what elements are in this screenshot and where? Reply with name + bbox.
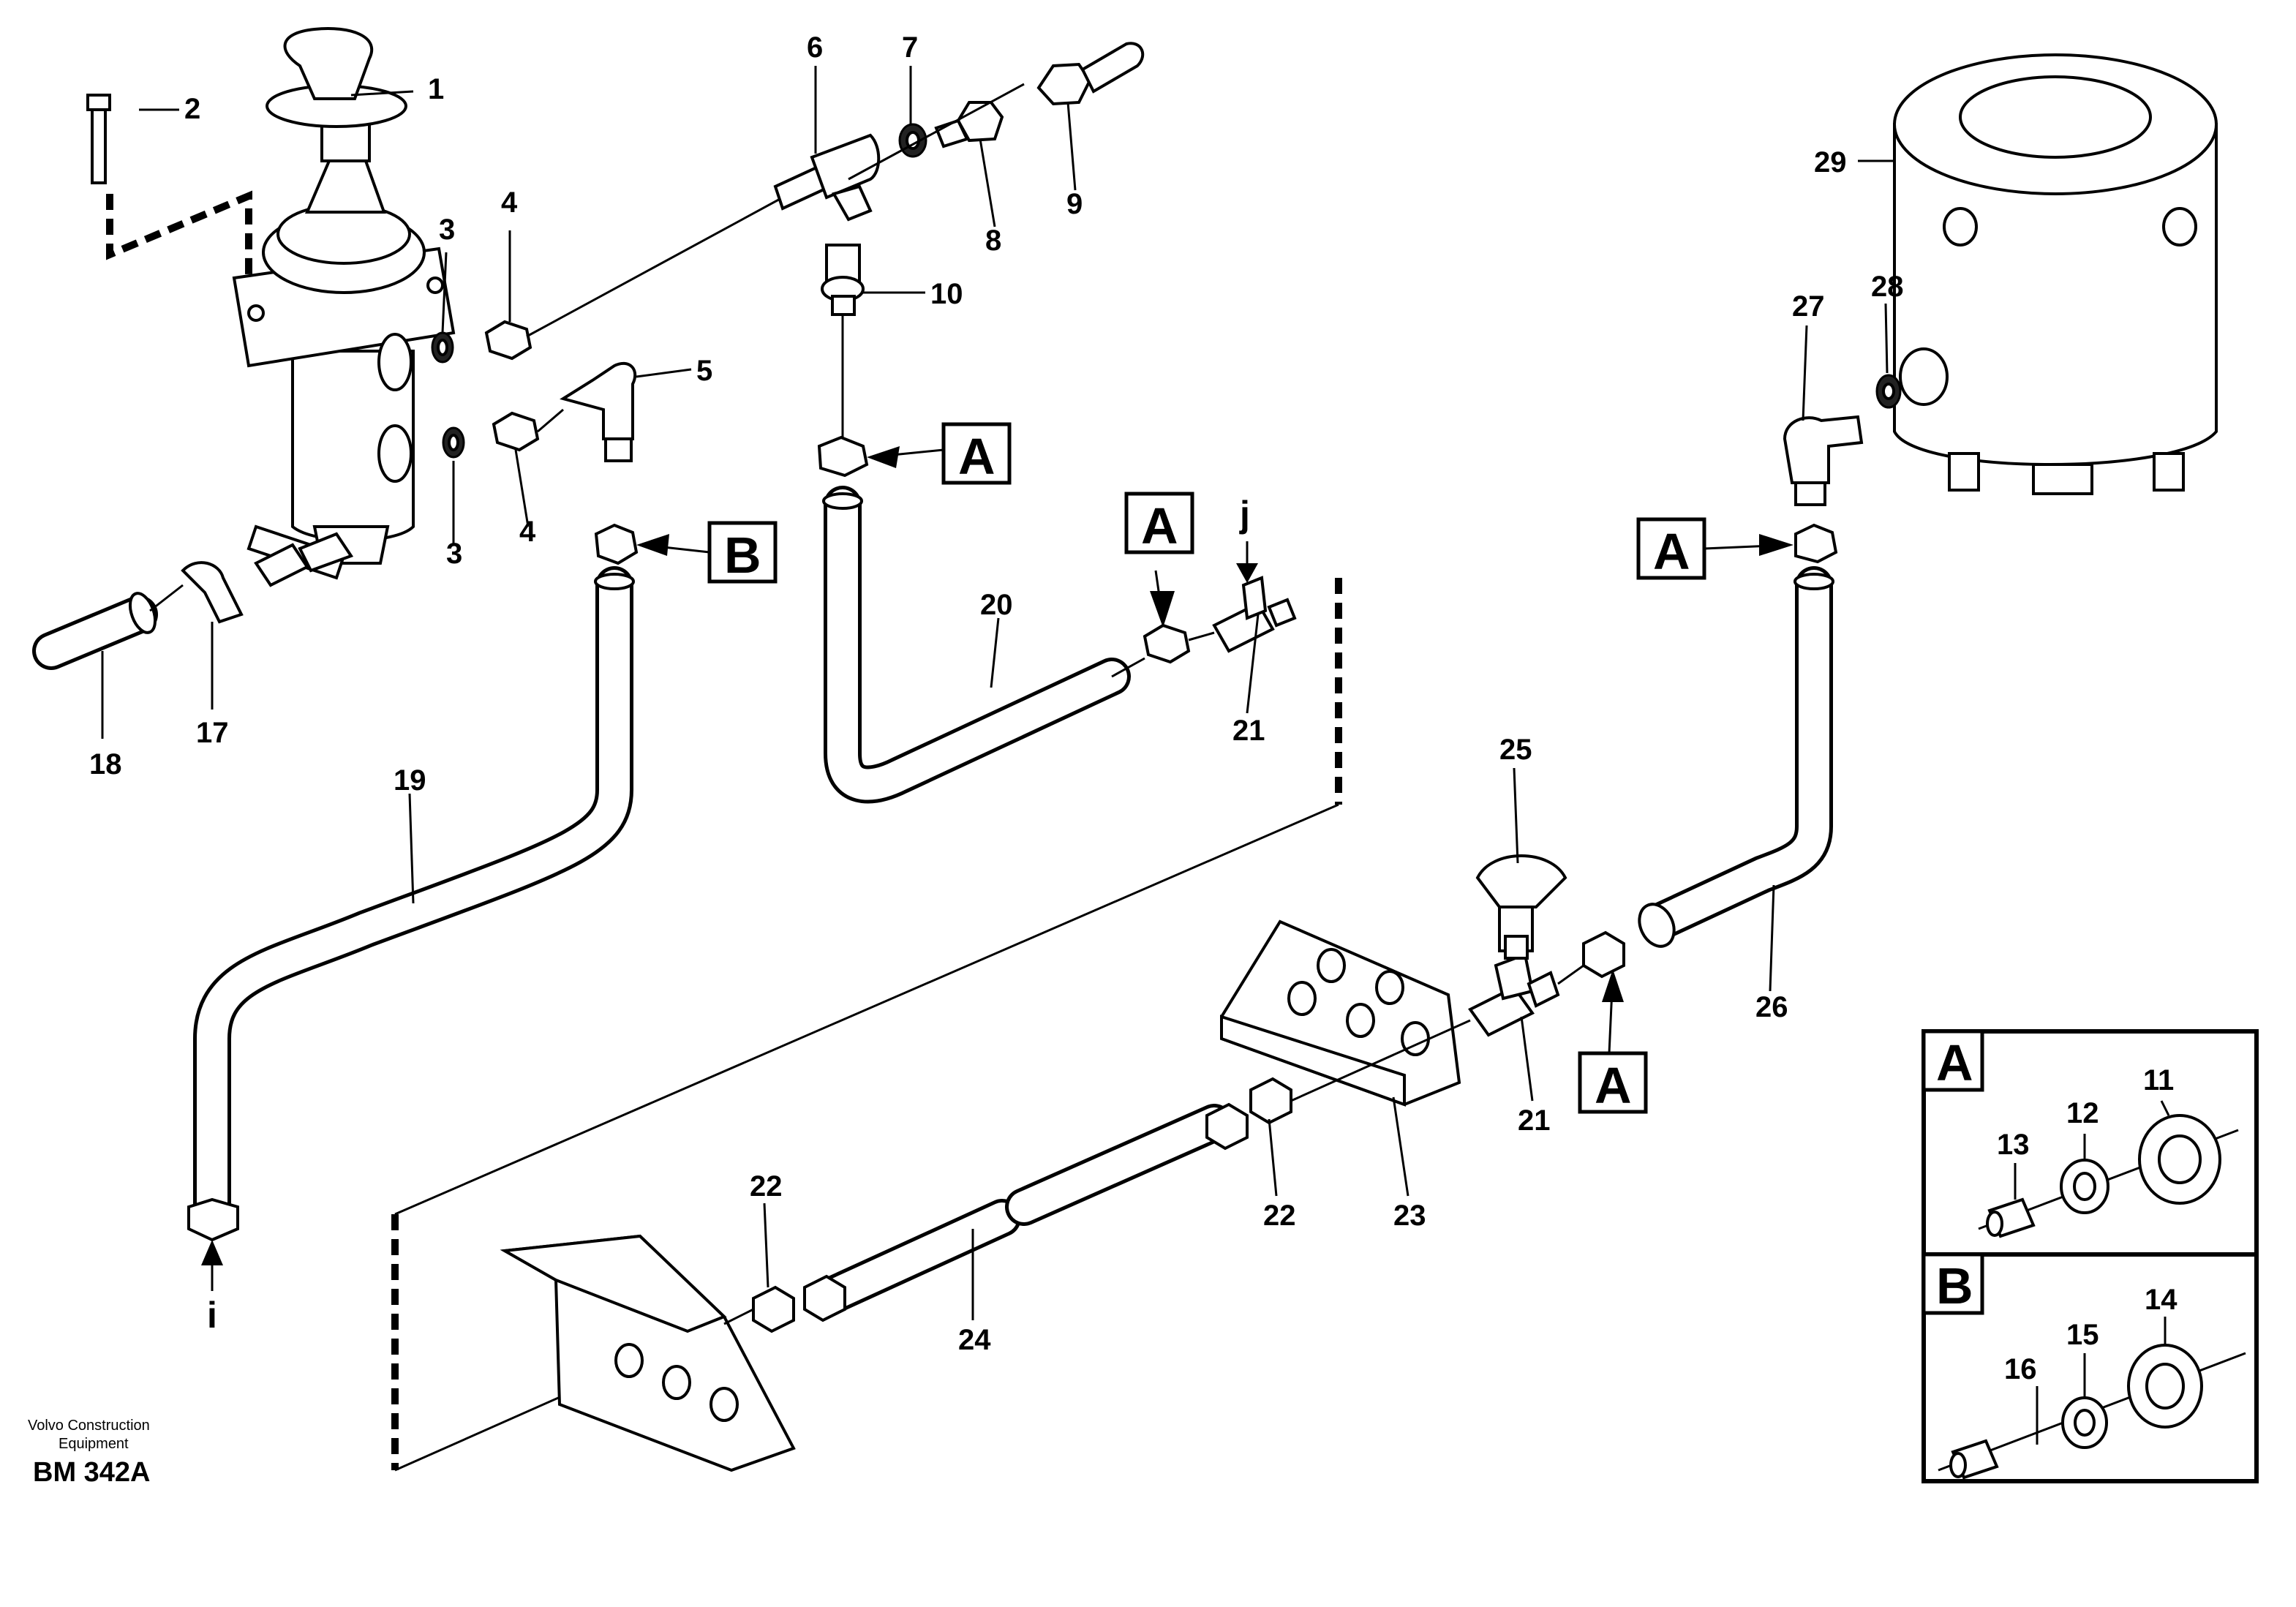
connection-label-i: i	[207, 1295, 217, 1336]
label-part-28: 28	[1871, 271, 1904, 303]
label-part-22-left: 22	[750, 1170, 783, 1203]
label-part-10: 10	[930, 278, 963, 310]
label-part-17: 17	[196, 717, 229, 749]
label-part-23: 23	[1393, 1200, 1426, 1232]
reference-arrows	[201, 446, 1793, 1291]
drain-valve-25	[1475, 854, 1567, 960]
label-part-22-right: 22	[1263, 1200, 1296, 1232]
detail-b-title: B	[1936, 1257, 1973, 1314]
footer-company-line1: Volvo Construction	[28, 1418, 150, 1434]
label-part-7: 7	[902, 31, 918, 64]
label-part-4-lower: 4	[519, 516, 536, 548]
detail-inset-a: A 13 12 11	[1922, 1029, 2259, 1257]
hose-20	[817, 435, 1191, 804]
tee-fitting-21-upper	[1188, 576, 1297, 653]
label-part-26: 26	[1755, 991, 1788, 1023]
elbow-fitting	[560, 361, 637, 462]
label-part-3-upper: 3	[439, 214, 455, 246]
swivel-unit-29	[1893, 53, 2218, 495]
detail-a-title: A	[1936, 1034, 1973, 1091]
elbow-27-washer-28	[1783, 374, 1902, 506]
tee-fitting-top	[773, 42, 1145, 222]
label-part-29: 29	[1814, 146, 1847, 178]
label-part-16: 16	[2004, 1353, 2037, 1385]
label-part-21-lower: 21	[1518, 1104, 1551, 1137]
label-part-2: 2	[184, 93, 200, 125]
label-part-27: 27	[1792, 290, 1825, 323]
part-labels: 1 2 3 4 5 3 4 6 7 8 9 10 18 17 19 20 21 …	[89, 31, 1904, 1356]
label-part-4-upper: 4	[501, 187, 518, 219]
ref-marker-a-4: A	[1595, 1057, 1632, 1114]
label-part-21-upper: 21	[1232, 715, 1265, 747]
footer: Volvo Construction Equipment BM 342A	[28, 1418, 151, 1488]
hand-pump-assembly	[232, 27, 456, 580]
ref-marker-b-1: B	[724, 527, 761, 584]
hose-19	[187, 523, 639, 1242]
leader-lines	[101, 66, 1894, 1320]
bracket-23	[1220, 919, 1461, 1107]
hose-18-clamp-17	[32, 532, 354, 670]
tee-fitting-21-lower	[1468, 952, 1560, 1037]
ref-marker-a-3: A	[1653, 523, 1690, 580]
label-part-20: 20	[980, 589, 1013, 621]
bracket-lower	[500, 1234, 796, 1472]
label-part-9: 9	[1066, 188, 1083, 220]
label-part-19: 19	[394, 764, 426, 797]
connection-label-j: j	[1239, 494, 1250, 535]
label-part-18: 18	[89, 748, 122, 780]
reference-boxes: A B A A A	[707, 422, 1706, 1114]
label-part-15: 15	[2066, 1319, 2099, 1351]
hose-26	[1557, 523, 1838, 985]
label-part-11: 11	[2143, 1064, 2174, 1096]
bolt	[86, 94, 111, 184]
hose-24	[723, 1019, 1471, 1333]
label-part-24: 24	[958, 1324, 991, 1356]
label-part-8: 8	[985, 225, 1001, 257]
label-part-13: 13	[1997, 1129, 2030, 1161]
label-part-14: 14	[2145, 1284, 2178, 1316]
label-part-1: 1	[428, 73, 444, 105]
detail-inset-b: B 16 15 14	[1922, 1252, 2259, 1483]
washers-and-nuts-pump	[431, 320, 540, 459]
label-part-5: 5	[696, 355, 712, 387]
ref-marker-a-2: A	[1141, 497, 1178, 554]
label-part-25: 25	[1499, 734, 1532, 766]
label-part-6: 6	[807, 31, 823, 64]
ref-marker-a-1: A	[958, 428, 995, 485]
footer-company-line2: Equipment	[59, 1436, 129, 1452]
footer-drawing-code: BM 342A	[33, 1457, 151, 1488]
label-part-12: 12	[2066, 1097, 2099, 1129]
adapter-fitting	[821, 244, 865, 439]
label-part-3-lower: 3	[446, 538, 462, 570]
